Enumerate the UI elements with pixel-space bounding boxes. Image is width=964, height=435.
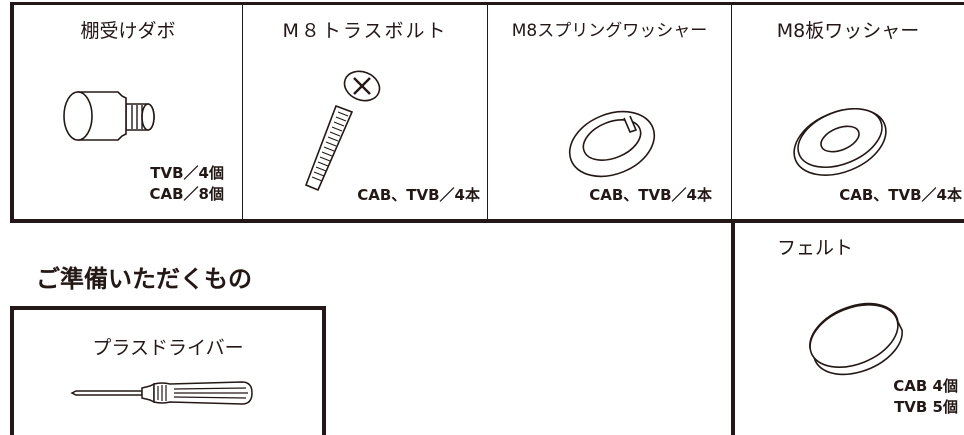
part-qty-truss-bolt: CAB、TVB／4本 [357, 186, 480, 204]
shelf-dowel-icon [63, 91, 155, 141]
felt-qty: CAB 4個 TVB 5個 [893, 376, 958, 418]
part-title-spring-washer: M8スプリングワッシャー [511, 21, 708, 41]
tool-box-right-border [322, 306, 326, 435]
part-qty-flat-washer: CAB、TVB／4本 [839, 186, 962, 204]
grid-left-border [10, 2, 14, 223]
tool-box-left-border [10, 306, 14, 435]
part-qty-spring-washer: CAB、TVB／4本 [589, 186, 712, 204]
prepare-heading: ご準備いただくもの [36, 265, 252, 293]
tool-title: プラスドライバー [92, 337, 244, 359]
grid-divider-3 [731, 2, 732, 223]
felt-box-left-border [731, 223, 735, 435]
part-title-flat-washer: M8板ワッシャー [776, 20, 920, 42]
qty-line: CAB／8個 [149, 185, 225, 203]
grid-divider-2 [487, 2, 488, 223]
qty-line: TVB／4個 [150, 164, 224, 182]
qty-line: TVB 5個 [894, 398, 958, 416]
felt-pad-icon [809, 302, 903, 376]
tool-box-top-border [10, 306, 326, 310]
part-title-shelf-dowel: 棚受けダボ [80, 20, 176, 42]
part-qty-shelf-dowel: TVB／4個 CAB／8個 [150, 163, 225, 205]
qty-line: CAB 4個 [893, 377, 958, 395]
grid-divider-1 [242, 2, 243, 223]
felt-title: フェルト [776, 237, 853, 259]
phillips-screwdriver-icon [70, 381, 253, 405]
spring-washer-icon [568, 110, 656, 178]
part-title-truss-bolt: M８トラスボルト [282, 20, 448, 42]
flat-washer-icon [793, 107, 887, 176]
truss-bolt-icon [304, 70, 381, 192]
